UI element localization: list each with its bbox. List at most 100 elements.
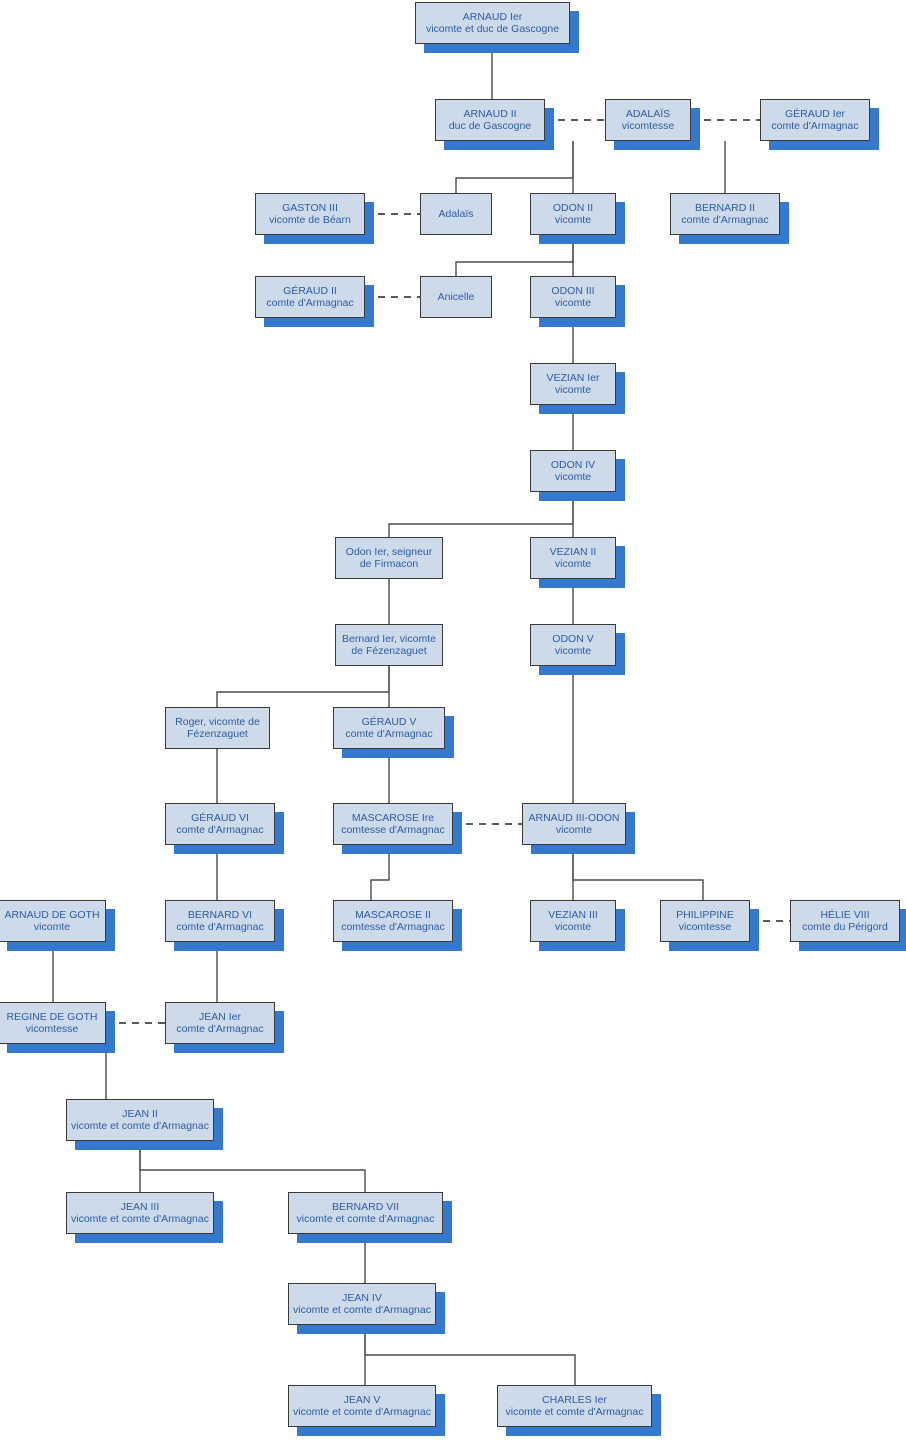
person-name: GASTON III xyxy=(282,201,338,214)
person-name: VEZIAN Ier xyxy=(546,371,600,384)
person-title: Fézenzaguet xyxy=(187,728,248,740)
person-title: comte d'Armagnac xyxy=(681,214,769,226)
person-title: comtesse d'Armagnac xyxy=(341,921,445,933)
person-name: ODON V xyxy=(552,632,594,645)
person-name: ADALAÏS xyxy=(625,107,671,120)
person-node-anicelle[interactable]: Anicelle xyxy=(420,276,492,318)
person-title: comte d'Armagnac xyxy=(176,1023,264,1035)
person-name: ARNAUD Ier xyxy=(462,10,523,23)
person-name: PHILIPPINE xyxy=(676,908,734,921)
person-title: comte d'Armagnac xyxy=(771,120,859,132)
person-title: vicomte xyxy=(554,471,592,483)
person-name: ODON III xyxy=(551,284,595,297)
person-title: comtesse d'Armagnac xyxy=(341,824,445,836)
person-name: BERNARD VII xyxy=(331,1200,400,1213)
person-name: JEAN II xyxy=(122,1107,158,1120)
person-name: Bernard Ier, vicomte xyxy=(342,632,436,645)
person-label: Adalaïs xyxy=(435,208,476,221)
person-title: vicomte xyxy=(554,645,592,657)
person-name: ARNAUD II xyxy=(463,107,517,120)
person-title: vicomte xyxy=(554,297,592,309)
person-label: Anicelle xyxy=(435,291,478,304)
person-title: comte d'Armagnac xyxy=(345,728,433,740)
person-name: GÉRAUD Ier xyxy=(784,107,846,120)
person-title: duc de Gascogne xyxy=(448,120,532,132)
person-name: JEAN III xyxy=(120,1200,160,1213)
person-title: vicomte et comte d'Armagnac xyxy=(293,1406,431,1418)
person-name: VEZIAN III xyxy=(548,908,598,921)
person-title: vicomtesse xyxy=(621,120,675,132)
person-title: vicomte et comte d'Armagnac xyxy=(71,1213,209,1225)
person-name: JEAN Ier xyxy=(198,1010,241,1023)
person-name: MASCAROSE II xyxy=(355,908,431,921)
person-title: vicomtesse xyxy=(25,1023,79,1035)
person-title: vicomte et comte d'Armagnac xyxy=(296,1213,435,1225)
person-title: vicomte et duc de Gascogne xyxy=(425,23,560,35)
person-name: VEZIAN II xyxy=(549,545,597,558)
person-title: vicomte et comte d'Armagnac xyxy=(505,1406,644,1418)
person-title: comte d'Armagnac xyxy=(266,297,354,309)
person-name: BERNARD II xyxy=(694,201,756,214)
person-name: ODON II xyxy=(552,201,594,214)
person-name: GÉRAUD VI xyxy=(191,811,249,824)
person-title: vicomte xyxy=(33,921,71,933)
person-title: vicomte de Béarn xyxy=(269,214,351,226)
person-node-adalais[interactable]: Adalaïs xyxy=(420,193,492,235)
person-title: vicomtesse xyxy=(678,921,732,933)
person-title: de Fézenzaguet xyxy=(351,645,427,657)
person-name: ARNAUD DE GOTH xyxy=(4,908,100,921)
